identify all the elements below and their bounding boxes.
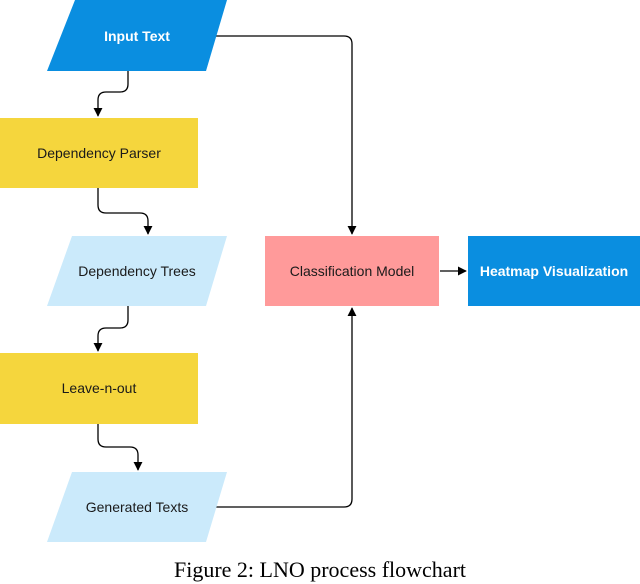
node-leave-n-out-label: Leave-n-out (62, 380, 137, 396)
edges (93, 35, 467, 508)
node-generated-texts-label: Generated Texts (86, 499, 188, 515)
node-heatmap-visualization: Heatmap Visualization (468, 236, 640, 306)
node-heatmap-visualization-label: Heatmap Visualization (480, 263, 628, 279)
edge-leave-to-generated (97, 424, 143, 471)
edge-trees-to-leave (93, 306, 129, 352)
node-leave-n-out-shape (0, 353, 198, 424)
node-dependency-trees-label: Dependency Trees (78, 263, 196, 279)
node-dependency-parser-shape (0, 118, 198, 188)
node-dependency-trees-shape (47, 236, 227, 306)
edge-input-to-classifier (212, 35, 357, 235)
node-classification-model-label: Classification Model (290, 263, 415, 279)
node-heatmap-visualization-shape (468, 236, 640, 306)
node-dependency-parser-label: Dependency Parser (37, 145, 161, 161)
node-dependency-parser: Dependency Parser (0, 118, 198, 188)
node-generated-texts-shape (47, 472, 227, 542)
node-dependency-trees: Dependency Trees (47, 236, 227, 306)
node-leave-n-out: Leave-n-out (0, 353, 198, 424)
edge-generated-to-classifier (212, 307, 357, 508)
figure-caption: Figure 2: LNO process flowchart (173, 557, 467, 582)
edge-input-to-parser (93, 71, 129, 117)
edge-parser-to-trees (97, 188, 153, 235)
node-input-text: Input Text (47, 0, 227, 71)
node-input-text-shape (47, 0, 227, 71)
node-generated-texts: Generated Texts (47, 472, 227, 542)
node-classification-model-shape (265, 236, 439, 306)
node-classification-model: Classification Model (265, 236, 439, 306)
node-input-text-label: Input Text (104, 28, 170, 44)
